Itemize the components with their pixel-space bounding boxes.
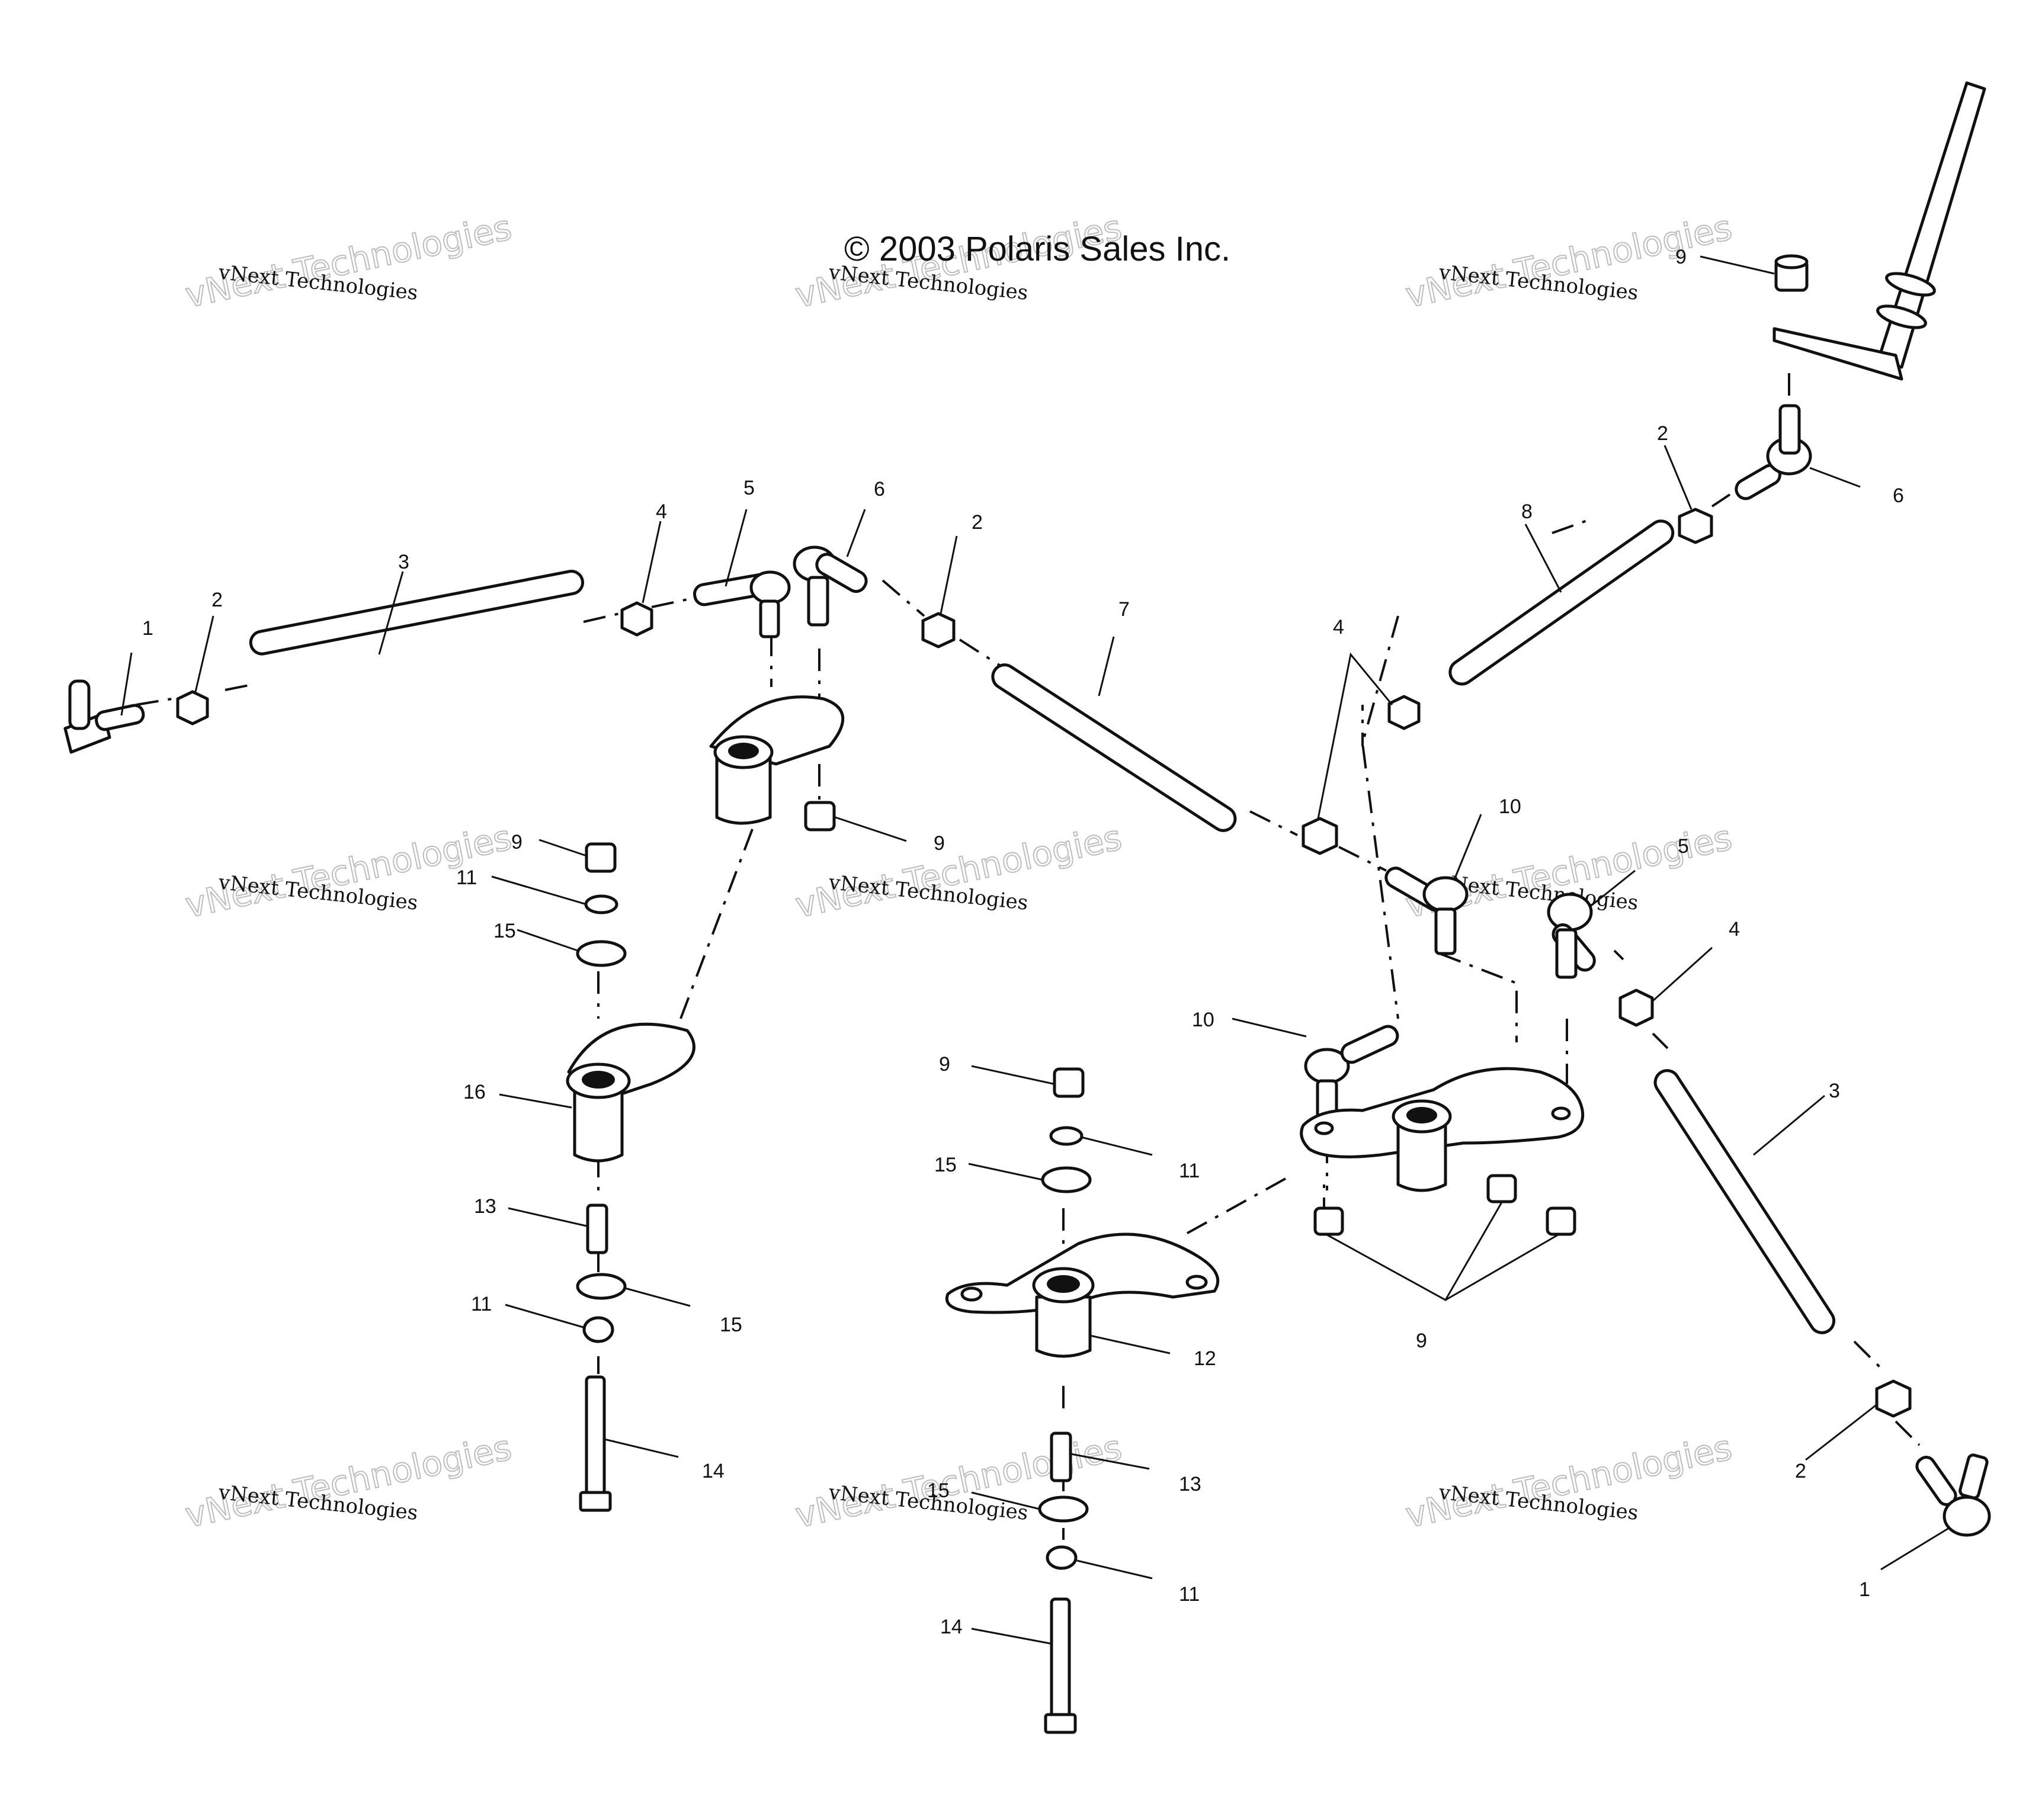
tie-rod-center — [991, 663, 1237, 832]
washer-left-top — [576, 940, 627, 967]
ball-joint-right — [1547, 893, 1596, 979]
bolt-left — [579, 1375, 612, 1512]
ball-joint-upper-right — [1735, 404, 1812, 500]
lock-nut-center-stack — [1053, 1067, 1085, 1098]
nut-lower-right — [1875, 1379, 1912, 1418]
callout-9: 9 — [511, 831, 523, 853]
parts — [63, 81, 1991, 1734]
callout-3: 3 — [1829, 1080, 1840, 1102]
callout-11: 11 — [471, 1293, 492, 1315]
callout-3: 3 — [398, 551, 409, 573]
bolt-center — [1044, 1597, 1077, 1734]
callout-14: 14 — [940, 1616, 963, 1638]
callout-9: 9 — [1416, 1330, 1427, 1352]
tie-rod-end-right — [1915, 1453, 1991, 1537]
callout-10: 10 — [1499, 795, 1521, 818]
callout-14: 14 — [702, 1460, 725, 1482]
pitman-arm-left — [566, 1022, 695, 1163]
leader-lines — [120, 255, 1950, 1645]
callout-13: 13 — [1179, 1473, 1201, 1495]
bushing-center-top — [1049, 1126, 1084, 1146]
callout-2: 2 — [1795, 1460, 1806, 1482]
callout-15: 15 — [934, 1154, 957, 1176]
spacer-center — [1050, 1431, 1072, 1482]
tie-rod-upper-right — [1448, 519, 1675, 686]
callout-numbers: 1 2 3 4 5 6 2 7 4 8 2 6 9 9 9 11 15 16 1… — [142, 246, 1904, 1638]
jam-nut-center — [1302, 817, 1338, 855]
callout-2: 2 — [1657, 422, 1668, 445]
lock-nut-left-stack — [585, 842, 617, 873]
callout-7: 7 — [1118, 598, 1130, 621]
steering-shaft — [1772, 81, 1986, 381]
lock-nut-right-a — [1313, 1206, 1344, 1236]
callout-4: 4 — [656, 500, 667, 523]
callout-15: 15 — [720, 1314, 742, 1336]
callout-12: 12 — [1194, 1347, 1216, 1370]
lock-nut-top — [1774, 254, 1809, 292]
callout-9: 9 — [934, 832, 945, 855]
nut-left — [176, 690, 209, 726]
callout-10: 10 — [1192, 1009, 1214, 1031]
ball-joint-upper-center — [793, 545, 868, 627]
tie-rod-end-left — [63, 679, 145, 754]
callout-13: 13 — [474, 1195, 496, 1218]
copyright-text: © 2003 Polaris Sales Inc. — [844, 230, 1230, 268]
ball-joint-upper-left — [693, 570, 791, 638]
callout-16: 16 — [463, 1081, 486, 1103]
washer-left-bottom — [576, 1273, 627, 1300]
steering-bracket — [945, 1232, 1220, 1358]
callout-5: 5 — [1678, 835, 1689, 858]
callout-9: 9 — [939, 1053, 950, 1076]
callout-6: 6 — [874, 478, 885, 500]
callout-1: 1 — [1859, 1578, 1870, 1601]
callout-2: 2 — [211, 589, 223, 611]
spacer-left — [586, 1203, 608, 1254]
callout-4: 4 — [1333, 616, 1344, 638]
nut-upper-right — [1678, 508, 1713, 544]
callout-11: 11 — [456, 866, 477, 889]
callout-1: 1 — [142, 617, 153, 640]
callout-2: 2 — [972, 511, 983, 534]
idler-arm-upper — [709, 695, 845, 825]
tie-rod-left — [249, 570, 585, 656]
idler-arm-right — [1300, 1067, 1585, 1192]
jam-nut-left — [620, 601, 653, 637]
lock-nut-right-b — [1486, 1174, 1517, 1203]
lock-nut-mid-left — [804, 801, 836, 832]
callout-5: 5 — [743, 477, 755, 499]
callout-4: 4 — [1729, 918, 1740, 941]
callout-15: 15 — [493, 920, 516, 942]
callout-9: 9 — [1675, 246, 1687, 268]
callout-11: 11 — [1179, 1583, 1200, 1606]
ball-joint-center — [1384, 866, 1469, 955]
lock-nut-right-c — [1546, 1206, 1576, 1236]
bushing-center-bottom — [1046, 1545, 1078, 1570]
washer-center-bottom — [1038, 1495, 1089, 1523]
bushing-left-bottom — [582, 1316, 614, 1343]
washer-center-top — [1041, 1166, 1092, 1193]
bushing-left-top — [584, 894, 618, 914]
jam-nut-right — [1618, 988, 1654, 1027]
nut-upper — [921, 612, 956, 649]
tie-rod-right — [1653, 1069, 1836, 1334]
callout-15: 15 — [927, 1479, 950, 1502]
callout-6: 6 — [1893, 484, 1904, 507]
callout-11: 11 — [1179, 1160, 1200, 1182]
jam-nut-upper-right — [1387, 695, 1421, 730]
callout-8: 8 — [1521, 500, 1533, 523]
